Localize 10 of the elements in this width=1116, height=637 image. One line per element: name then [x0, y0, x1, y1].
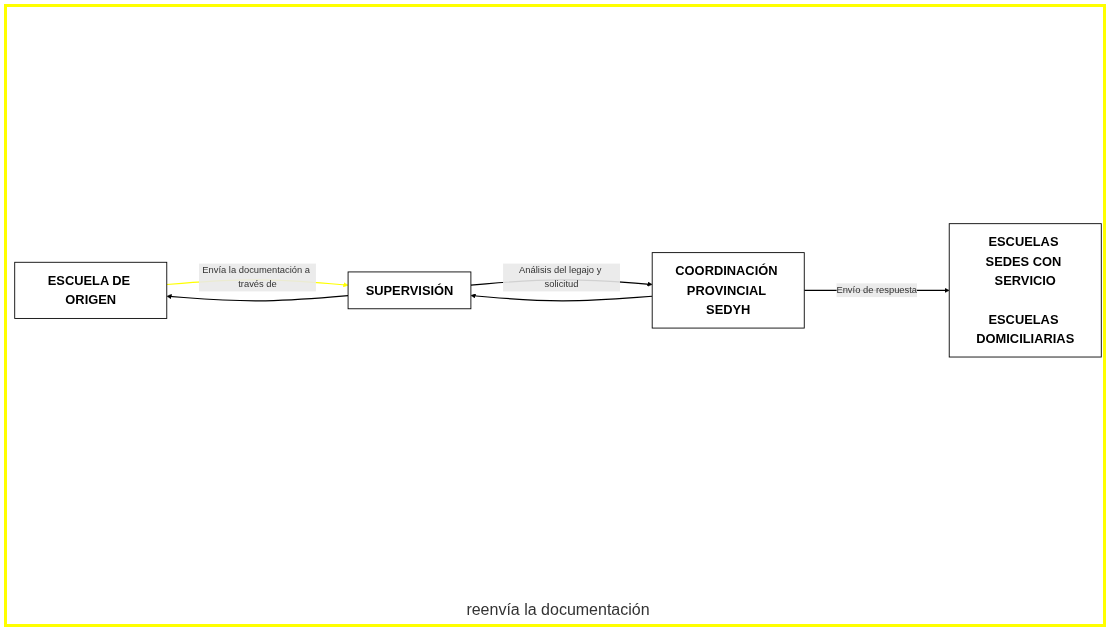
edge-label: Análisis del legajo y solicitud: [519, 264, 602, 289]
node-box: ESCUELA DE ORIGEN: [14, 261, 168, 319]
arrow: [166, 293, 349, 302]
node-box: ESCUELAS SEDES CON SERVICIO ESCUELAS DOMICILIARIAS: [948, 222, 1102, 358]
note-text: reenvía la documentación: [466, 601, 650, 618]
edge-label: Envío de respuesta: [836, 284, 918, 295]
node-box: SUPERVISIÓN: [347, 271, 472, 309]
node-box: COORDINACIÓN PROVINCIAL SEDYH: [651, 251, 805, 329]
edge-label: Envía la documentación a través de: [202, 264, 310, 289]
arrow: [470, 293, 653, 302]
